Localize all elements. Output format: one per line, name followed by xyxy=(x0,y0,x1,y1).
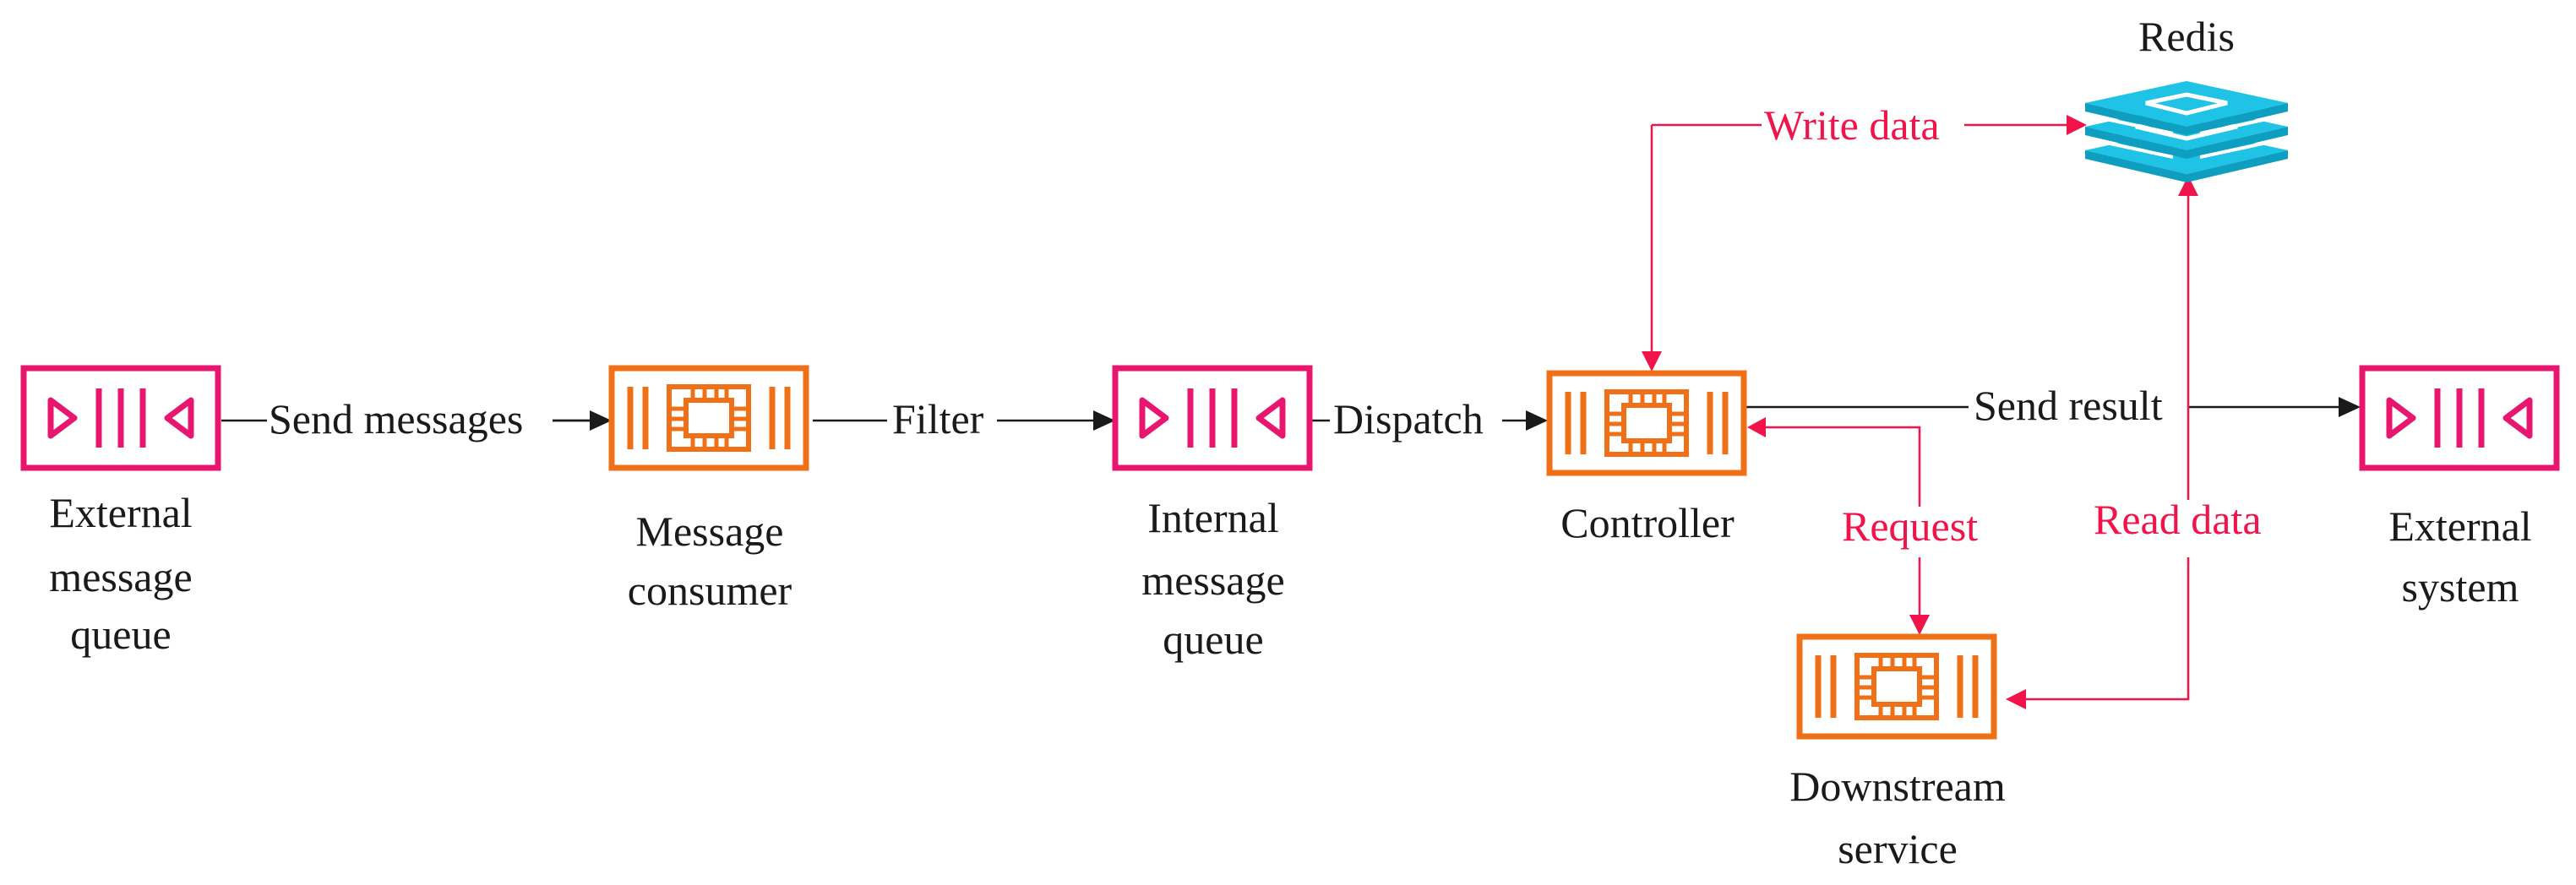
message-queue-icon xyxy=(20,365,221,471)
edge-label-dispatch: Dispatch xyxy=(1333,395,1484,442)
edge-write-data xyxy=(1642,115,2087,372)
node-label-line: Message xyxy=(636,508,784,555)
edge-send-result xyxy=(1746,397,2361,417)
edge-filter xyxy=(813,410,1115,431)
compute-chip-icon xyxy=(1796,633,1997,740)
node-label-line: Controller xyxy=(1560,499,1735,546)
redis-icon xyxy=(2085,81,2288,182)
node-redis: Redis xyxy=(2085,13,2288,182)
node-message-consumer: Message consumer xyxy=(608,365,809,614)
edge-send-messages xyxy=(221,410,612,431)
node-downstream-service: Downstream service xyxy=(1789,633,2006,872)
node-label-line: External xyxy=(2388,502,2531,550)
node-label-line: consumer xyxy=(628,567,792,614)
node-label-line: Redis xyxy=(2138,13,2235,60)
node-internal-message-queue: Internal message queue xyxy=(1112,365,1313,663)
message-queue-icon xyxy=(2359,365,2560,471)
node-label-line: message xyxy=(1141,557,1284,604)
message-queue-icon xyxy=(1112,365,1313,471)
compute-chip-icon xyxy=(608,365,809,471)
node-label-line: system xyxy=(2402,563,2519,611)
edge-request xyxy=(1747,417,1930,635)
node-external-message-queue: External message queue xyxy=(20,365,221,658)
node-label-line: External xyxy=(49,489,192,536)
edge-label-write-data: Write data xyxy=(1764,101,1940,149)
edge-label-read-data: Read data xyxy=(2094,496,2262,543)
node-controller: Controller xyxy=(1546,370,1747,546)
edge-label-send-result: Send result xyxy=(1974,382,2163,429)
node-label-line: Downstream xyxy=(1789,763,2006,810)
node-external-system: External system xyxy=(2359,365,2560,611)
node-label-line: queue xyxy=(70,611,171,658)
edge-label-filter: Filter xyxy=(892,395,984,442)
node-label-line: queue xyxy=(1163,616,1263,663)
node-label-line: message xyxy=(49,553,192,600)
edge-dispatch xyxy=(1311,410,1548,431)
node-label-line: service xyxy=(1838,825,1958,872)
node-label-line: Internal xyxy=(1147,494,1278,541)
compute-chip-icon xyxy=(1546,370,1747,476)
edge-read-data xyxy=(2006,176,2198,709)
edge-label-send-messages: Send messages xyxy=(269,395,523,442)
edge-label-request: Request xyxy=(1842,502,1978,550)
